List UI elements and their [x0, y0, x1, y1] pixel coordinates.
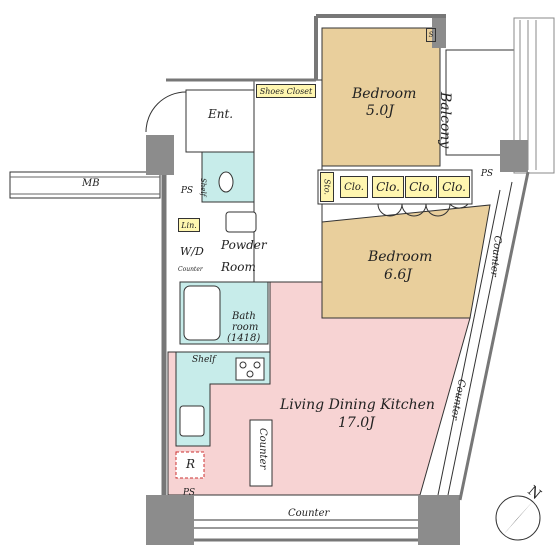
shelf-label-kitchen: Shelf: [192, 355, 216, 365]
balcony-label: Balcony: [437, 92, 453, 149]
mb-label: MB: [82, 178, 100, 189]
wall-block: [146, 495, 194, 545]
hall-floor: [253, 79, 323, 283]
bedroom-1-size: 5.0J: [366, 103, 394, 119]
linen-label: Lin.: [178, 218, 200, 232]
toilet: [218, 171, 234, 193]
ps-label-3: PS: [182, 488, 196, 498]
entrance-label: Ent.: [208, 107, 234, 121]
ldk-size: 17.0J: [338, 415, 375, 431]
bath-line1: Bath: [232, 311, 256, 322]
powder-room-line2: Room: [221, 260, 256, 274]
bath-line2: room: [232, 322, 259, 333]
counter-label-island: Counter: [257, 428, 268, 470]
wall-block: [500, 140, 528, 172]
closet-label-3: Clo.: [405, 176, 437, 198]
bath-line3: (1418): [227, 333, 261, 344]
bathtub: [183, 285, 221, 341]
bedroom-2-size: 6.6J: [384, 267, 412, 283]
stove: [235, 357, 265, 381]
wall-block: [146, 135, 174, 175]
entrance-floor: [185, 89, 255, 153]
kitchen-sink: [179, 405, 205, 437]
storage-label: Sto.: [320, 172, 334, 202]
shelf-label-toilet: Shelf: [199, 178, 207, 197]
compass-arrow: [504, 500, 534, 534]
counter-label-bottom: Counter: [288, 508, 330, 519]
wall-block: [418, 495, 460, 545]
refrigerator-label: R: [186, 457, 196, 471]
closet-label-4: Clo.: [438, 176, 470, 198]
washbasin: [225, 211, 257, 233]
compass-circle: [495, 495, 541, 541]
balcony-area: [445, 49, 517, 156]
ldk-name: Living Dining Kitchen: [280, 397, 435, 413]
shoes-closet-label: Shoes Closet: [256, 84, 316, 98]
closet-label-2: Clo.: [372, 176, 404, 198]
closet-label-1: Clo.: [340, 176, 368, 198]
s-label: S: [426, 28, 436, 42]
bedroom-1-floor: [321, 27, 441, 167]
bedroom-2-name: Bedroom: [368, 249, 433, 265]
ps-label-2: PS: [476, 166, 498, 182]
refrigerator: [175, 451, 205, 479]
wd-label: W/D: [180, 245, 204, 258]
powder-room-line1: Powder: [221, 238, 267, 252]
counter-label-wd: Counter: [178, 266, 203, 273]
ps-label-1: PS: [176, 183, 198, 199]
bedroom-1-name: Bedroom: [352, 86, 417, 102]
island-counter: [249, 419, 273, 487]
